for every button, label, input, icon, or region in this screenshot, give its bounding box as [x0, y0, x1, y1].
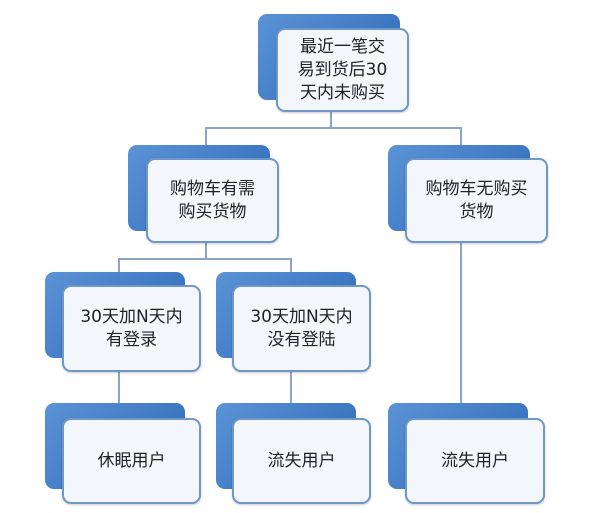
node-label: 最近一笔交易到货后30天内未购买	[297, 36, 388, 103]
connector	[118, 258, 120, 274]
node-lost-a: 流失用户	[232, 418, 371, 504]
connector	[205, 127, 462, 129]
connector	[460, 241, 462, 405]
connector	[205, 127, 207, 147]
node-label: 流失用户	[441, 450, 509, 471]
node-root: 最近一笔交易到货后30天内未购买	[276, 28, 409, 112]
node-label: 30天加N天内有登录	[80, 306, 183, 350]
node-label: 购物车无购买货物	[425, 178, 528, 222]
node-cart-none: 购物车无购买货物	[405, 158, 548, 243]
node-login-yes: 30天加N天内有登录	[62, 285, 201, 372]
node-login-no: 30天加N天内没有登陆	[232, 285, 371, 372]
node-label: 流失用户	[267, 450, 336, 471]
node-lost-b: 流失用户	[405, 418, 545, 504]
node-label: 购物车有需购买货物	[170, 178, 255, 222]
connector	[460, 127, 462, 147]
node-label: 休眠用户	[97, 450, 166, 471]
connector	[118, 370, 120, 405]
connector	[290, 370, 292, 405]
node-dormant: 休眠用户	[62, 418, 201, 504]
connector	[205, 241, 207, 259]
connector	[118, 258, 292, 260]
connector	[290, 258, 292, 274]
node-label: 30天加N天内没有登陆	[250, 306, 353, 350]
connector	[330, 110, 332, 128]
node-cart-has: 购物车有需购买货物	[146, 158, 279, 243]
